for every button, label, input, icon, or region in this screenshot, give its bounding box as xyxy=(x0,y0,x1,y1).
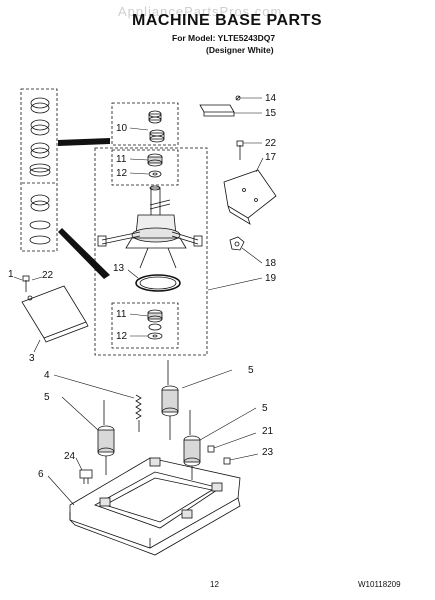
variant-line: (Designer White) xyxy=(206,45,274,55)
callout-11b: 11 xyxy=(116,309,127,320)
part-12-washer-lower xyxy=(147,332,163,340)
part-11-bearing-upper xyxy=(147,153,163,167)
callout-22a: 22 xyxy=(42,270,54,281)
part-11-bearing-lower xyxy=(147,309,163,331)
callout-6: 6 xyxy=(38,469,44,480)
callout-24: 24 xyxy=(64,451,76,462)
part-5-suspension-left xyxy=(97,400,115,475)
part-5-suspension-right xyxy=(183,410,201,480)
callout-21: 21 xyxy=(262,426,274,437)
callout-19: 19 xyxy=(265,273,277,284)
callout-5b: 5 xyxy=(248,365,254,376)
part-12-washer-upper xyxy=(148,170,162,178)
model-line: For Model: YLTE5243DQ7 xyxy=(172,33,276,43)
part-3-bracket xyxy=(21,275,89,343)
part-24-clip xyxy=(79,469,93,484)
kit-arrow-lower xyxy=(58,228,110,279)
callout-12a: 12 xyxy=(116,168,128,179)
callout-12b: 12 xyxy=(116,331,128,342)
callout-11a: 11 xyxy=(116,154,127,165)
part-10-cap xyxy=(148,110,165,143)
parts-kit-rings xyxy=(29,97,51,245)
transmission-body xyxy=(97,185,203,269)
part-6-machine-base xyxy=(69,457,241,556)
parts-kit-box xyxy=(20,88,58,252)
callout-23: 23 xyxy=(262,447,274,458)
callout-18: 18 xyxy=(265,258,277,269)
part-box-11-12-upper xyxy=(111,149,179,186)
callout-3: 3 xyxy=(29,353,35,364)
callout-15: 15 xyxy=(265,108,277,119)
callout-17: 17 xyxy=(265,152,277,163)
part-23-screw xyxy=(223,457,231,465)
part-21-screw xyxy=(207,445,215,453)
callout-14: 14 xyxy=(265,93,277,104)
transmission-assembly-box xyxy=(94,147,208,356)
part-box-11-12-lower xyxy=(111,302,179,349)
callout-22b: 22 xyxy=(265,138,277,149)
callout-5a: 5 xyxy=(44,392,50,403)
kit-arrow-upper xyxy=(58,138,110,146)
part-18-nut xyxy=(229,236,245,251)
part-box-10 xyxy=(111,102,179,146)
page-title: MACHINE BASE PARTS xyxy=(132,12,323,29)
callout-10: 10 xyxy=(116,123,128,134)
document-number: W10118209 xyxy=(358,580,401,589)
part-13-seal-ring xyxy=(135,274,181,292)
part-4-spring xyxy=(135,394,142,432)
callout-13: 13 xyxy=(113,263,125,274)
callout-4: 4 xyxy=(44,370,50,381)
watermark: AppliancePartsPros.com xyxy=(118,4,283,19)
part-5-suspension-center xyxy=(161,360,179,440)
page-number: 12 xyxy=(210,580,219,589)
callout-5c: 5 xyxy=(262,403,268,414)
callout-1: 1 xyxy=(8,269,14,280)
part-17-cover xyxy=(223,140,277,225)
leader-lines xyxy=(13,97,264,506)
